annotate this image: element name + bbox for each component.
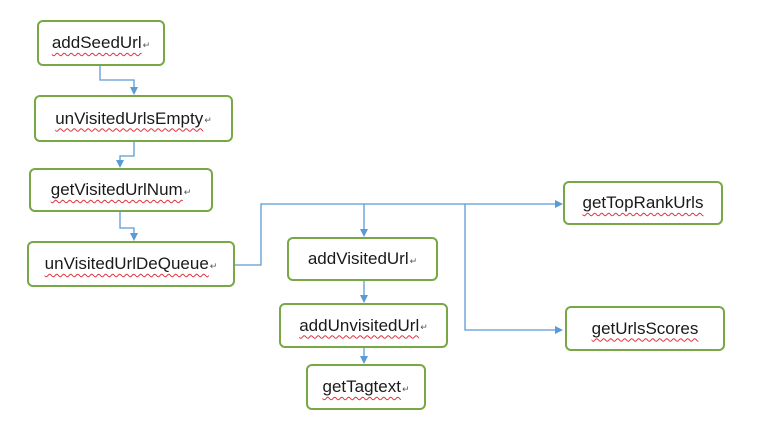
connector-addseedurl-to-unvisitedurlsempty [99, 66, 138, 95]
node-add-visited-url: addVisitedUrl↵ [287, 237, 438, 281]
connector-unvisitedurlsempty-to-getvisitedurlnum [116, 142, 135, 168]
node-get-top-rank-urls: getTopRankUrls [563, 181, 723, 225]
node-unvisited-url-dequeue: unVisitedUrlDeQueue↵ [27, 241, 235, 287]
node-add-unvisited-url-label: addUnvisitedUrl [299, 315, 420, 335]
node-get-top-rank-urls-label: getTopRankUrls [582, 193, 704, 212]
node-get-visited-url-num-label: getVisitedUrlNum [50, 180, 183, 199]
paragraph-mark: ↵ [142, 39, 151, 50]
paragraph-mark: ↵ [409, 255, 418, 266]
connector-getvisitedurlnum-to-unvisitedurldequeue [119, 212, 138, 241]
node-add-seed-url-label: addSeedUrl [51, 33, 142, 52]
node-unvisited-urls-empty-label: unVisitedUrlsEmpty [55, 108, 204, 128]
paragraph-mark: ↵ [420, 322, 428, 332]
node-get-tag-text: getTagtext↵ [306, 364, 426, 410]
node-get-urls-scores: getUrlsScores [565, 306, 725, 351]
paragraph-mark: ↵ [204, 115, 212, 125]
node-unvisited-url-dequeue-label: unVisitedUrlDeQueue [44, 254, 209, 273]
paragraph-mark: ↵ [183, 186, 192, 197]
paragraph-mark: ↵ [401, 383, 410, 394]
connector-branch-to-geturlsscores [464, 204, 563, 334]
connector-dequeue-to-gettoprankurls [235, 200, 563, 266]
paragraph-mark: ↵ [209, 260, 218, 271]
node-get-urls-scores-label: getUrlsScores [591, 318, 699, 338]
node-add-unvisited-url: addUnvisitedUrl↵ [279, 303, 448, 348]
node-get-visited-url-num: getVisitedUrlNum↵ [29, 168, 213, 212]
node-add-seed-url: addSeedUrl↵ [37, 20, 165, 66]
node-add-visited-url-label: addVisitedUrl [307, 249, 409, 268]
node-get-tag-text-label: getTagtext [322, 377, 401, 396]
node-unvisited-urls-empty: unVisitedUrlsEmpty↵ [34, 95, 233, 142]
